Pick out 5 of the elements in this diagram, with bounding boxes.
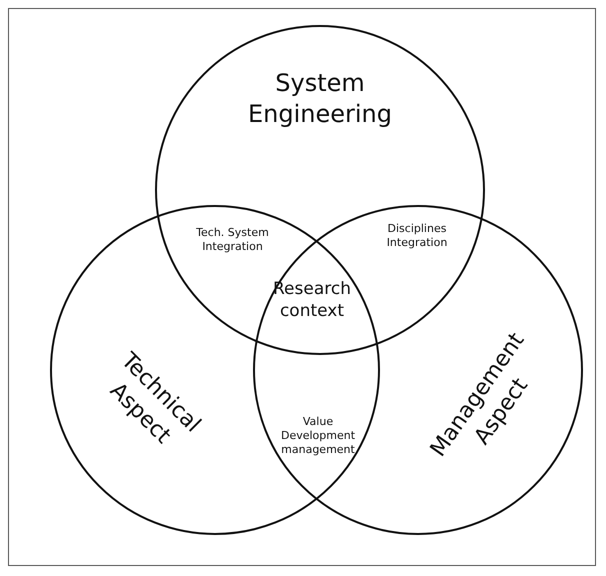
overlap-label: Disciplines Integration (386, 222, 448, 250)
circle-title: System Engineering (247, 68, 393, 130)
overlap-label: Tech. System Integration (195, 226, 270, 254)
overlap-label: Research context (272, 278, 352, 322)
overlap-label: Value Development management (280, 415, 356, 457)
